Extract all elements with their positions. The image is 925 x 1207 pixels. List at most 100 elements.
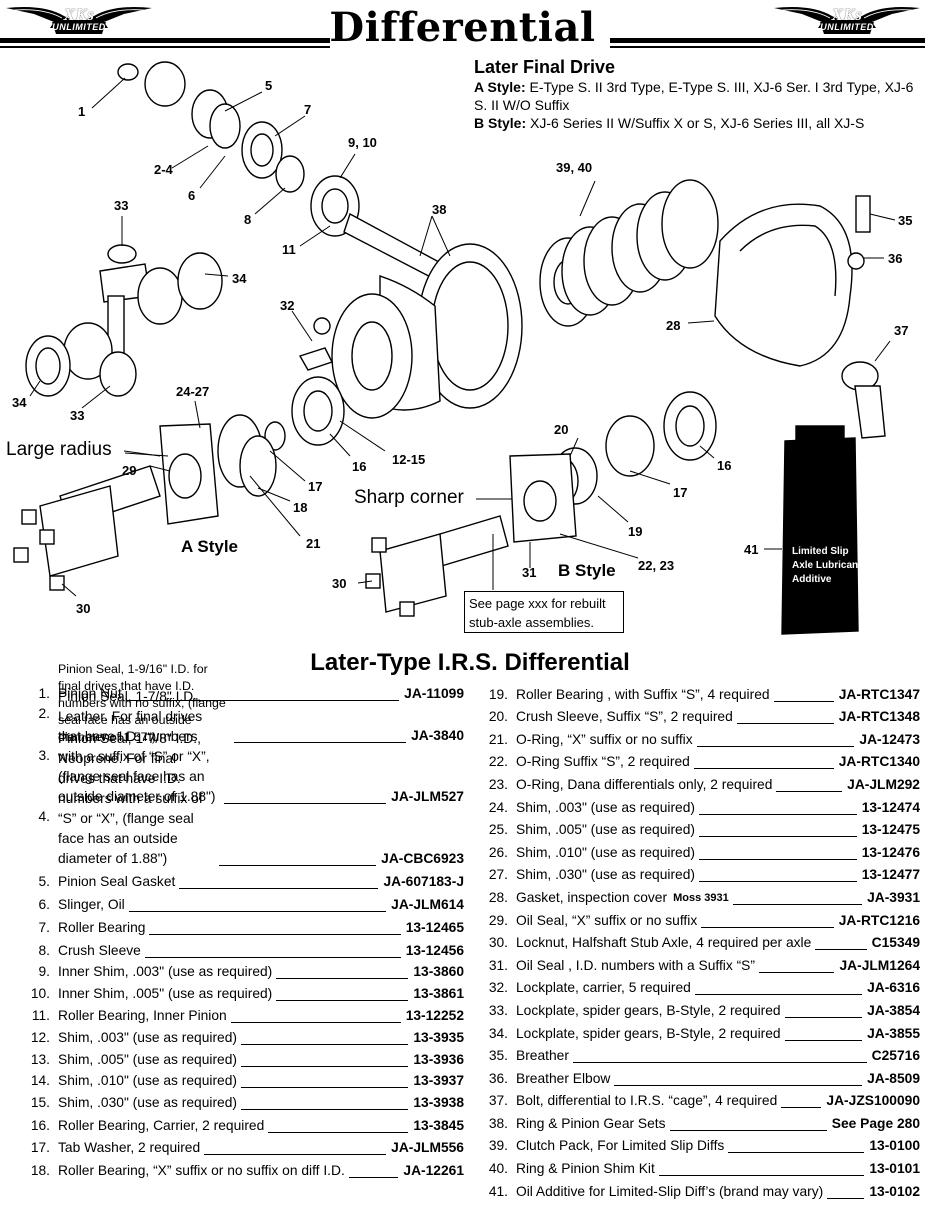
parts-row: 10.Inner Shim, .005" (use as required)13…	[22, 982, 464, 1004]
callout: 9, 10	[348, 135, 377, 150]
part-number-index: 31.	[488, 957, 508, 973]
page-title: Differential	[329, 4, 596, 51]
leader-line	[144, 957, 401, 958]
callout: 37	[894, 323, 909, 338]
part-description: Lockplate, carrier, 5 required	[516, 980, 691, 996]
part-number: 13-0101	[869, 1161, 920, 1177]
callout: 21	[306, 536, 321, 551]
logo-sub-text: UNLIMITED	[52, 22, 106, 32]
parts-row: 34.Lockplate, spider gears, B-Style, 2 r…	[480, 1021, 920, 1044]
part-number-index: 19.	[488, 686, 508, 702]
callout: 38	[432, 202, 447, 217]
leader-line	[179, 888, 379, 889]
parts-row: 27.Shim, .030" (use as required)13-12477	[480, 863, 920, 886]
parts-row: 9.Inner Shim, .003" (use as required)13-…	[22, 961, 464, 982]
leader-line	[773, 700, 834, 702]
part-description: Pinion Seal, 1-7/8" I.D., Leather. For f…	[58, 689, 216, 804]
leader-line	[240, 1109, 409, 1110]
page-header: XKs UNLIMITED XKs UNLIMITED Differential	[0, 0, 925, 56]
callout: 1	[78, 104, 86, 119]
final-drive-intro: Later Final Drive A Style: E-Type S. II …	[474, 56, 925, 132]
part-number: 13-3935	[413, 1030, 464, 1045]
part-number-index: 33.	[488, 1002, 508, 1018]
part-number: C25716	[871, 1048, 920, 1064]
a-style-label: A Style	[181, 537, 239, 556]
part-number: JA-6316	[867, 980, 920, 996]
part-number-index: 41.	[488, 1183, 508, 1199]
leader-line	[736, 723, 834, 725]
part-number: 13-3861	[413, 986, 464, 1001]
part-number: JA-RTC1340	[838, 754, 920, 770]
part-description: O-Ring Suffix “S”, 2 required	[516, 754, 690, 770]
part-number-index: 38.	[488, 1115, 508, 1131]
callout: 5	[265, 78, 273, 93]
callout: 16	[352, 459, 367, 474]
part-number: JA-12473	[859, 731, 920, 747]
leader-line	[694, 994, 863, 996]
part-number-index: 17.	[30, 1140, 50, 1155]
callout: 30	[76, 601, 91, 616]
part-number: 13-3936	[413, 1052, 464, 1067]
callout: 11	[282, 242, 296, 257]
header-rule-right-thin	[610, 46, 925, 48]
callout: 36	[888, 251, 903, 266]
parts-row: 41.Oil Additive for Limited-Slip Diff’s …	[480, 1179, 920, 1202]
leader-line	[698, 813, 857, 815]
part-number: JA-JLM614	[391, 897, 464, 912]
sharp-corner-annotation: Sharp corner	[354, 487, 464, 508]
xks-logo-left: XKs UNLIMITED	[4, 2, 154, 42]
callout: 22, 23	[638, 558, 675, 573]
leader-line	[815, 949, 867, 951]
leader-line	[240, 1044, 409, 1045]
part-description: Clutch Pack, For Limited Slip Diffs	[516, 1138, 725, 1154]
part-description: Lockplate, spider gears, B-Style, 2 requ…	[516, 1002, 781, 1018]
leader-line	[219, 865, 377, 866]
leader-line	[240, 1066, 409, 1067]
bottle-label-line-2: Axle Lubricant	[792, 560, 862, 571]
part-number-index: 15.	[30, 1095, 50, 1110]
part-description: Crush Sleeve, Suffix “S”, 2 required	[516, 709, 733, 725]
part-number-index: 3.	[38, 748, 50, 763]
callout: 28	[666, 318, 681, 333]
part-number-index: 21.	[488, 731, 508, 747]
leader-line	[276, 1000, 409, 1001]
part-number: 13-12252	[405, 1008, 464, 1023]
leader-line	[125, 700, 400, 701]
callout: 2-4	[154, 162, 173, 177]
part-number: JA-607183-J	[383, 874, 464, 889]
large-radius-annotation: Large radius	[6, 439, 112, 460]
a-style-description: A Style: E-Type S. II 3rd Type, E-Type S…	[474, 78, 925, 114]
part-number: JA-JLM1264	[839, 957, 920, 973]
part-number: 13-12476	[861, 844, 920, 860]
part-number-index: 23.	[488, 776, 508, 792]
part-number-index: 20.	[488, 709, 508, 725]
part-number: 13-12474	[861, 799, 920, 815]
leader-line	[128, 911, 387, 912]
callout: 6	[188, 188, 196, 203]
callout: 33	[70, 408, 85, 423]
part-description: Roller Bearing, Carrier, 2 required	[58, 1118, 265, 1133]
leader-line	[728, 1152, 865, 1154]
part-description: Shim, .030" (use as required)	[516, 867, 695, 883]
parts-row: 31.Oil Seal , I.D. numbers with a Suffix…	[480, 953, 920, 976]
part-number: 13-0102	[869, 1183, 920, 1199]
part-number: 13-0100	[869, 1138, 920, 1154]
part-number: JA-RTC1347	[838, 686, 920, 702]
part-description: Locknut, Halfshaft Stub Axle, 4 required…	[516, 935, 812, 951]
parts-row: 30.Locknut, Halfshaft Stub Axle, 4 requi…	[480, 931, 920, 954]
bottle-label-line-1: Limited Slip	[792, 546, 849, 557]
parts-row: 24.Shim, .003" (use as required)13-12474	[480, 795, 920, 818]
callout: 7	[304, 102, 312, 117]
part-description: Slinger, Oil	[58, 897, 125, 912]
logo-main-text: XKs	[63, 5, 95, 24]
callout: 31	[522, 565, 537, 580]
callout: 39, 40	[556, 160, 593, 175]
leader-line	[693, 768, 834, 770]
